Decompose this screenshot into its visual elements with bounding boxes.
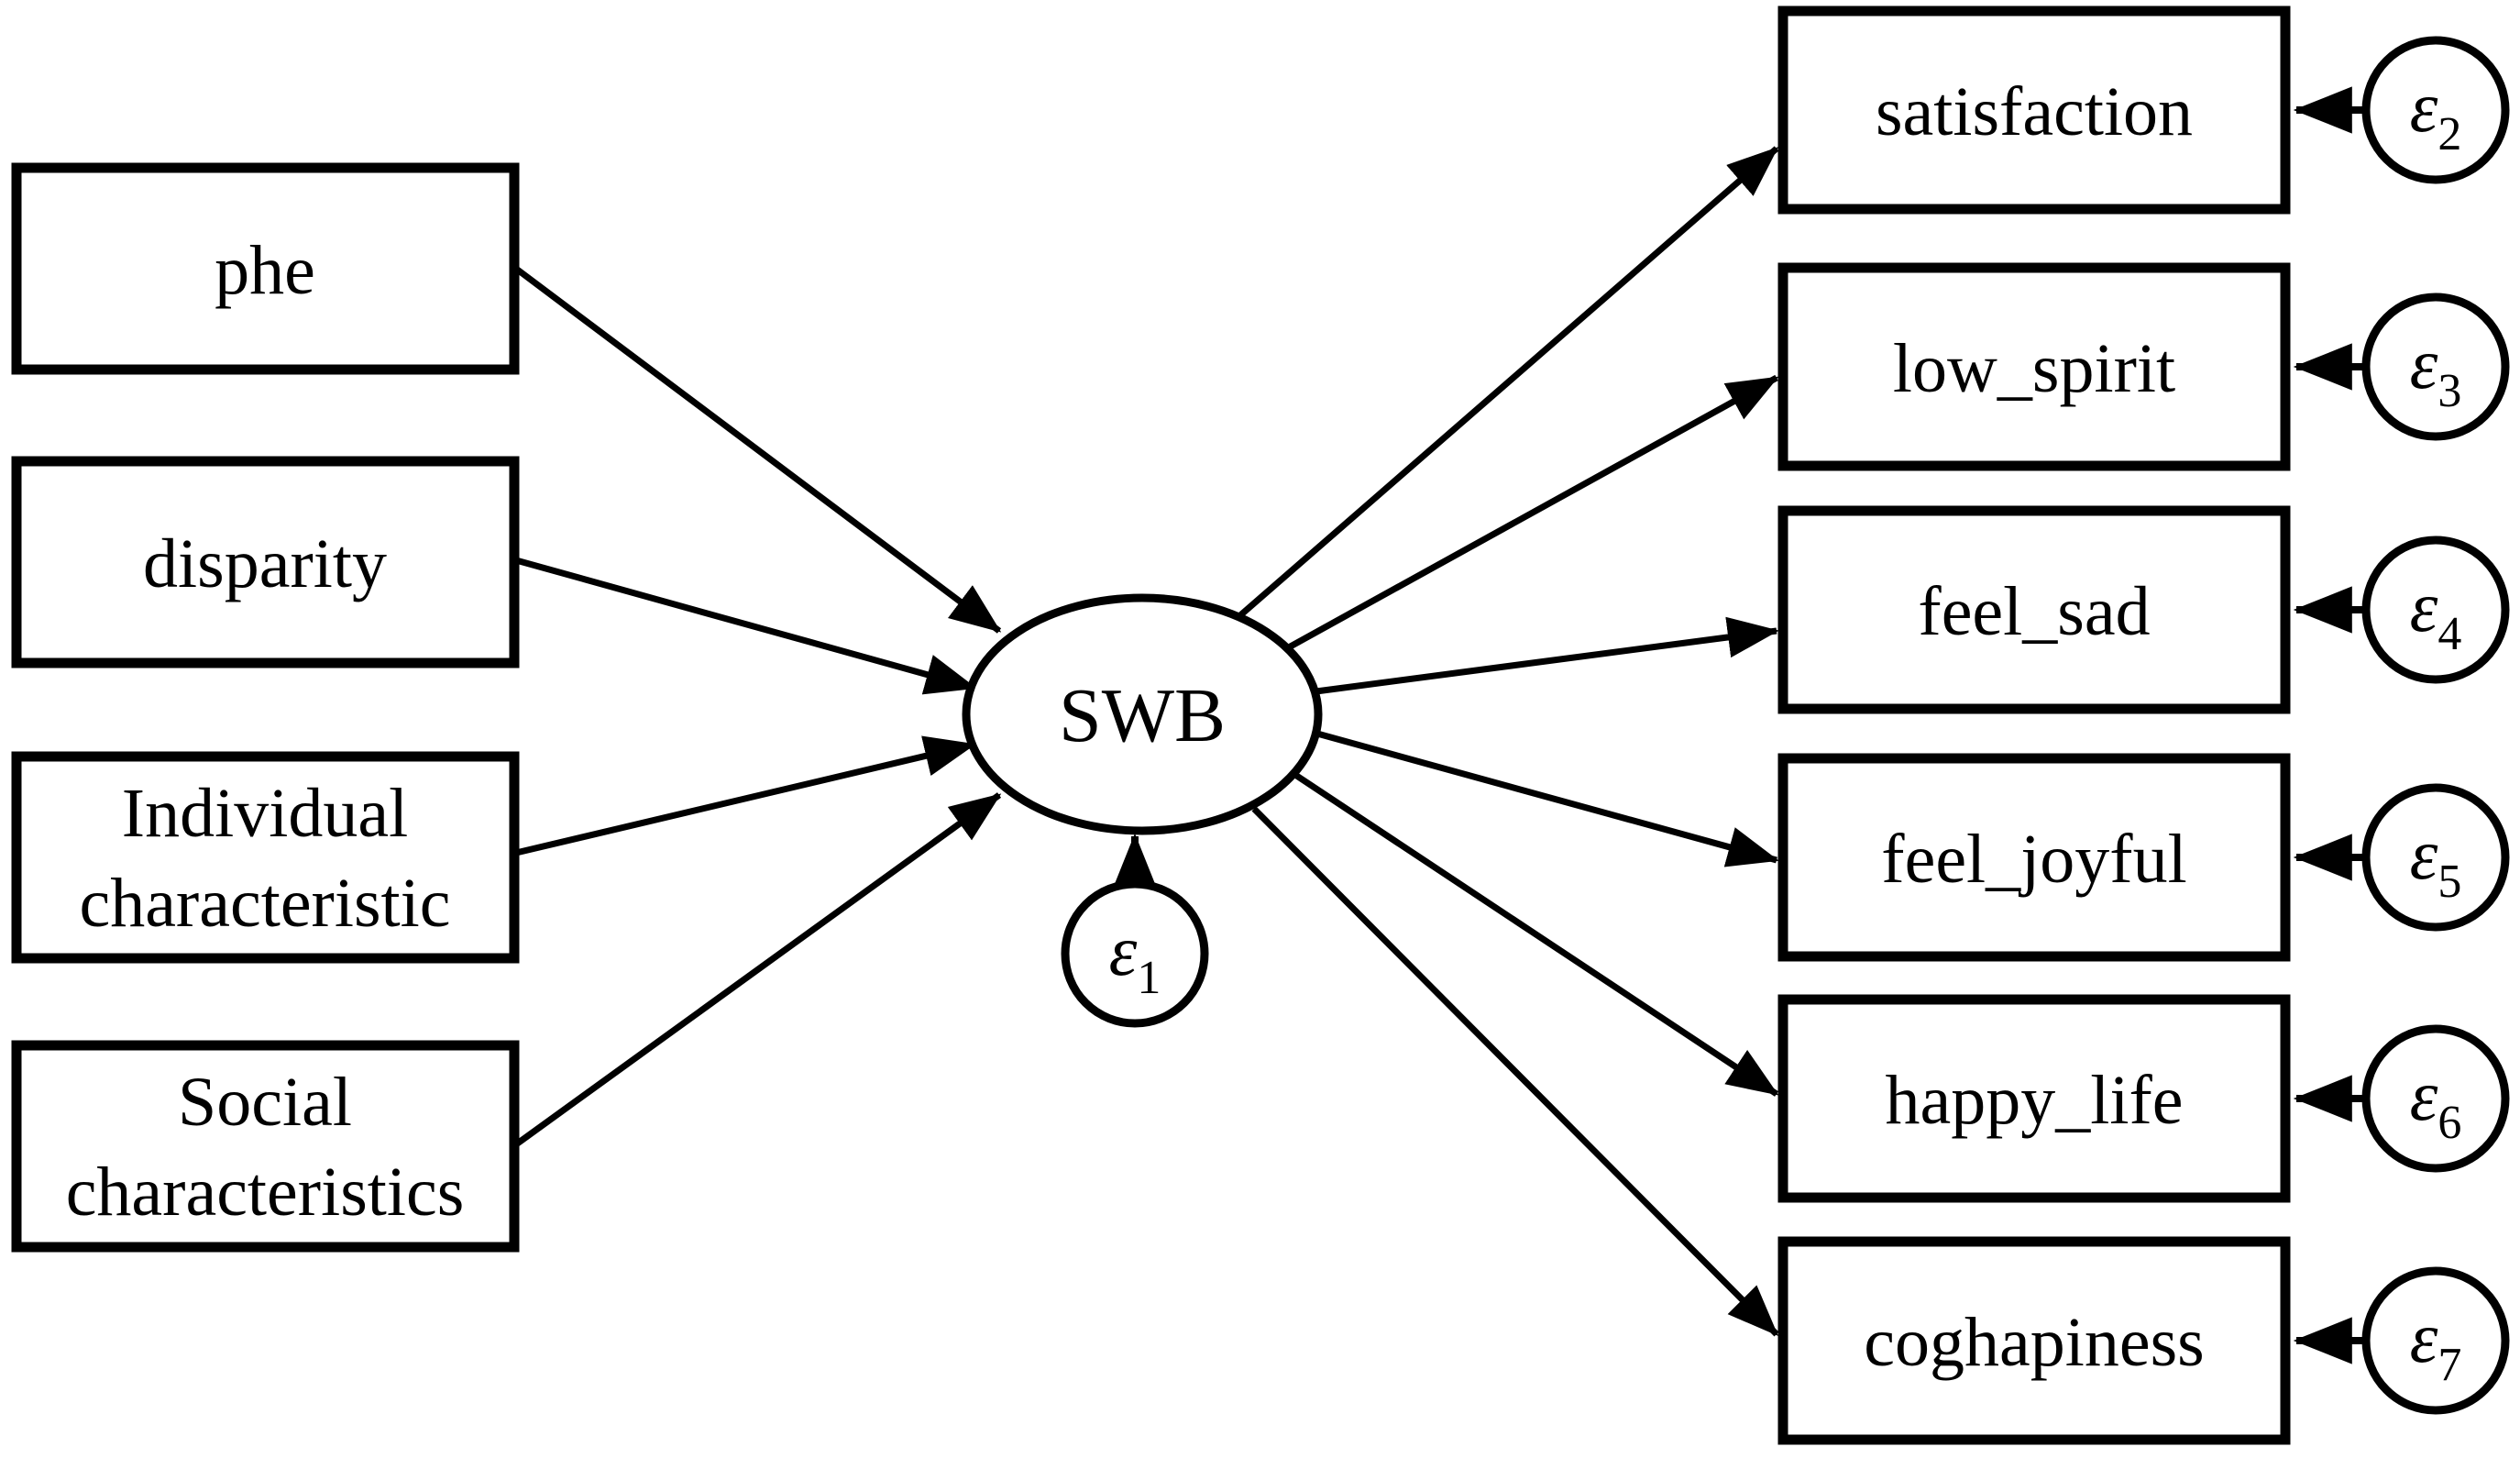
box-coghapiness — [1777, 1236, 2291, 1445]
node-e4: ε4 — [2361, 536, 2510, 684]
circle-e4 — [2361, 536, 2510, 684]
circle-e5 — [2361, 783, 2510, 932]
box-satisfaction — [1777, 6, 2291, 215]
node-e2: ε2 — [2361, 36, 2510, 184]
label-swb: SWB — [1059, 673, 1226, 758]
arrow-swb-to-satisfaction — [1230, 146, 1779, 624]
label-social-line1: Social — [178, 1064, 352, 1141]
box-disparity — [11, 456, 520, 668]
label-e2: ε2 — [2410, 67, 2462, 160]
box-happy-life — [1777, 994, 2291, 1203]
node-social-characteristics: Social characteristics — [11, 1040, 520, 1253]
node-e7: ε7 — [2361, 1266, 2510, 1415]
node-swb: SWB — [962, 593, 1323, 835]
node-e6: ε6 — [2361, 1024, 2510, 1173]
label-e6: ε6 — [2410, 1055, 2462, 1149]
label-e3: ε3 — [2410, 324, 2462, 417]
circle-e3 — [2361, 293, 2510, 441]
node-e1: ε1 — [1061, 879, 1209, 1028]
node-disparity: disparity — [11, 456, 520, 668]
circle-e2 — [2361, 36, 2510, 184]
box-feel-joyful — [1777, 753, 2291, 962]
label-e1: ε1 — [1109, 911, 1161, 1004]
arrow-swb-to-feel-joyful — [1316, 730, 1779, 867]
arrow-individual-to-swb — [515, 735, 976, 856]
node-individual-characteristic: Individual characteristic — [11, 751, 520, 964]
node-feel-joyful: feel_joyful — [1777, 753, 2291, 962]
box-feel-sad — [1777, 505, 2291, 714]
label-feel-sad: feel_sad — [1918, 573, 2150, 650]
label-feel-joyful: feel_joyful — [1881, 821, 2186, 898]
box-low-spirit — [1777, 262, 2291, 471]
label-low-spirit: low_spirit — [1893, 330, 2175, 407]
node-feel-sad: feel_sad — [1777, 505, 2291, 714]
arrow-swb-to-low-spirit — [1277, 374, 1779, 657]
arrow-swb-to-coghapiness — [1251, 806, 1779, 1337]
arrow-swb-to-happy-life — [1293, 772, 1779, 1097]
box-social-characteristics — [11, 1040, 520, 1253]
label-happy-life: happy_life — [1885, 1062, 2183, 1139]
node-satisfaction: satisfaction — [1777, 6, 2291, 215]
label-social-line2: characteristics — [66, 1154, 465, 1231]
arrow-phe-to-swb — [513, 266, 1002, 634]
label-individual-line2: characteristic — [79, 865, 450, 942]
arrow-disparity-to-swb — [515, 557, 977, 695]
node-e5: ε5 — [2361, 783, 2510, 932]
circle-e6 — [2361, 1024, 2510, 1173]
ellipse-swb — [962, 593, 1323, 835]
arrow-social-to-swb — [513, 792, 1002, 1147]
label-e4: ε4 — [2410, 567, 2462, 660]
label-disparity: disparity — [143, 525, 387, 602]
box-phe — [11, 162, 520, 375]
node-low-spirit: low_spirit — [1777, 262, 2291, 471]
node-coghapiness: coghapiness — [1777, 1236, 2291, 1445]
node-phe: phe — [11, 162, 520, 375]
label-e7: ε7 — [2410, 1298, 2462, 1391]
label-coghapiness: coghapiness — [1864, 1304, 2204, 1381]
node-e3: ε3 — [2361, 293, 2510, 441]
box-individual-characteristic — [11, 751, 520, 964]
circle-e7 — [2361, 1266, 2510, 1415]
label-individual-line1: Individual — [122, 775, 408, 852]
node-happy-life: happy_life — [1777, 994, 2291, 1203]
arrow-swb-to-feel-sad — [1308, 616, 1779, 696]
label-satisfaction: satisfaction — [1876, 73, 2193, 150]
circle-e1 — [1061, 879, 1209, 1028]
label-e5: ε5 — [2410, 814, 2462, 908]
label-phe: phe — [215, 232, 315, 309]
